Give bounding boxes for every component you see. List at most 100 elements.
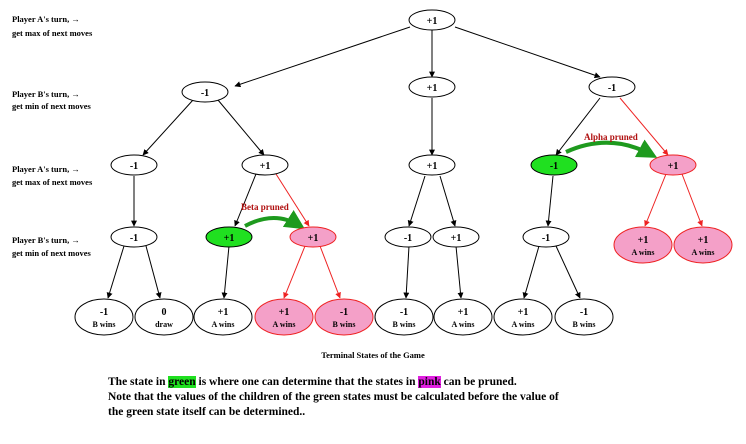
leaf-outcome: B wins (573, 320, 596, 329)
leaf-outcome: draw (155, 320, 173, 329)
node-value: -1 (608, 83, 616, 94)
beta-prune-arrow (244, 210, 306, 230)
leaf-outcome: A wins (273, 320, 296, 329)
leaf-value: 0 (162, 307, 167, 318)
edge (217, 99, 265, 156)
leaf-8: +1 A wins (493, 298, 553, 336)
leaf-outcome: B wins (93, 320, 116, 329)
explanation-notes: The state in green is where one can dete… (108, 375, 708, 420)
node-value: +1 (260, 161, 271, 172)
node-value: -1 (130, 233, 138, 244)
leaf-1: -1 B wins (74, 298, 134, 336)
note-line-1-end: can be pruned. (440, 376, 517, 388)
note-line-2: Note that the values of the children of … (108, 391, 559, 403)
node-value: -1 (550, 161, 558, 172)
node-value: +1 (427, 83, 438, 94)
node-l3-d: -1 (384, 226, 432, 248)
node-value: +1 (427, 161, 438, 172)
row-label-2-line1: Player B's turn, → (12, 89, 80, 99)
node-l2-c: +1 (408, 154, 456, 176)
leaf-value: +1 (279, 307, 290, 318)
leaf-value: -1 (100, 307, 108, 318)
row-label-3-line2: get max of next moves (12, 177, 93, 187)
edge (545, 175, 554, 227)
edges-black (106, 26, 601, 299)
node-value: +1 (638, 235, 649, 246)
node-l3-f: -1 (522, 226, 570, 248)
row-label-2: Player B's turn, → get min of next moves (12, 89, 92, 111)
terminal-states-caption: Terminal States of the Game (321, 350, 425, 360)
leaf-4-pink: +1 A wins (254, 298, 314, 336)
leaf-outcome: A wins (452, 320, 475, 329)
row-label-2-line2: get min of next moves (12, 101, 92, 111)
node-value: -1 (542, 233, 550, 244)
edge (106, 245, 125, 299)
green-highlight: green (168, 376, 196, 388)
node-value: +1 (668, 161, 679, 172)
leaf-value: +1 (518, 307, 529, 318)
leaf-value: +1 (458, 307, 469, 318)
edges-pruned (275, 97, 703, 299)
leaf-outcome: A wins (512, 320, 535, 329)
row-label-4: Player B's turn, → get min of next moves (12, 235, 92, 258)
node-l1-b: +1 (408, 76, 456, 98)
edge (234, 173, 257, 227)
row-label-1-line2: get max of next moves (12, 28, 93, 38)
node-l2-d-green: -1 (530, 154, 578, 176)
note-line-1-start: The state in (108, 376, 169, 388)
edge (439, 175, 457, 227)
leaf-2: 0 draw (134, 298, 194, 336)
node-l2-b: +1 (241, 154, 289, 176)
node-l2-a: -1 (110, 154, 158, 176)
node-l3-h-pink: +1 A wins (673, 226, 733, 264)
node-value: +1 (698, 235, 709, 246)
node-l3-c-pink: +1 (289, 226, 337, 248)
node-l3-g-pink: +1 A wins (613, 226, 673, 264)
node-l3-a: -1 (110, 226, 158, 248)
pruning-arrows: Beta pruned Alpha pruned (241, 132, 658, 230)
note-line-1: The state in green is where one can dete… (108, 375, 708, 390)
edge (555, 97, 601, 156)
node-value: -1 (201, 88, 209, 99)
edge (455, 245, 464, 299)
note-line-1-mid: is where one can determine that the stat… (195, 376, 419, 388)
row-label-3: Player A's turn, → get max of next moves (12, 164, 93, 187)
pruned-edge (319, 245, 341, 299)
pruned-edge (619, 97, 669, 156)
leaf-outcome: B wins (333, 320, 356, 329)
row-label-4-line2: get min of next moves (12, 248, 92, 258)
note-line-3: the green state itself can be determined… (108, 406, 306, 418)
pink-highlight: pink (418, 376, 441, 388)
edge (407, 175, 426, 227)
leaf-7: +1 A wins (433, 298, 493, 336)
pruned-edge (681, 173, 703, 227)
node-l1-a: -1 (181, 81, 229, 103)
edge (403, 245, 410, 299)
node-root: +1 (408, 9, 456, 31)
leaf-outcome: A wins (212, 320, 235, 329)
leaf-6: -1 B wins (374, 298, 434, 336)
node-value: +1 (308, 233, 319, 244)
node-l3-e: +1 (432, 226, 480, 248)
leaf-value: +1 (218, 307, 229, 318)
node-outcome: A wins (632, 248, 655, 257)
node-outcome: A wins (692, 248, 715, 257)
leaf-9: -1 B wins (554, 298, 614, 336)
pruned-edge (644, 173, 667, 227)
node-value: -1 (130, 161, 138, 172)
leaf-3: +1 A wins (193, 298, 253, 336)
node-l1-c: -1 (588, 76, 636, 98)
edge (142, 99, 194, 156)
leaf-outcome: B wins (393, 320, 416, 329)
edge (145, 245, 162, 299)
edge (454, 26, 601, 79)
node-l2-e-pink: +1 (649, 154, 697, 176)
edge (522, 245, 540, 299)
leaf-5-pink: -1 B wins (314, 298, 374, 336)
leaf-value: -1 (340, 307, 348, 318)
edge (221, 245, 230, 299)
row-label-3-line1: Player A's turn, → (12, 164, 80, 174)
row-label-1: Player A's turn, → get max of next moves (12, 14, 93, 38)
alpha-pruned-label: Alpha pruned (584, 132, 638, 142)
